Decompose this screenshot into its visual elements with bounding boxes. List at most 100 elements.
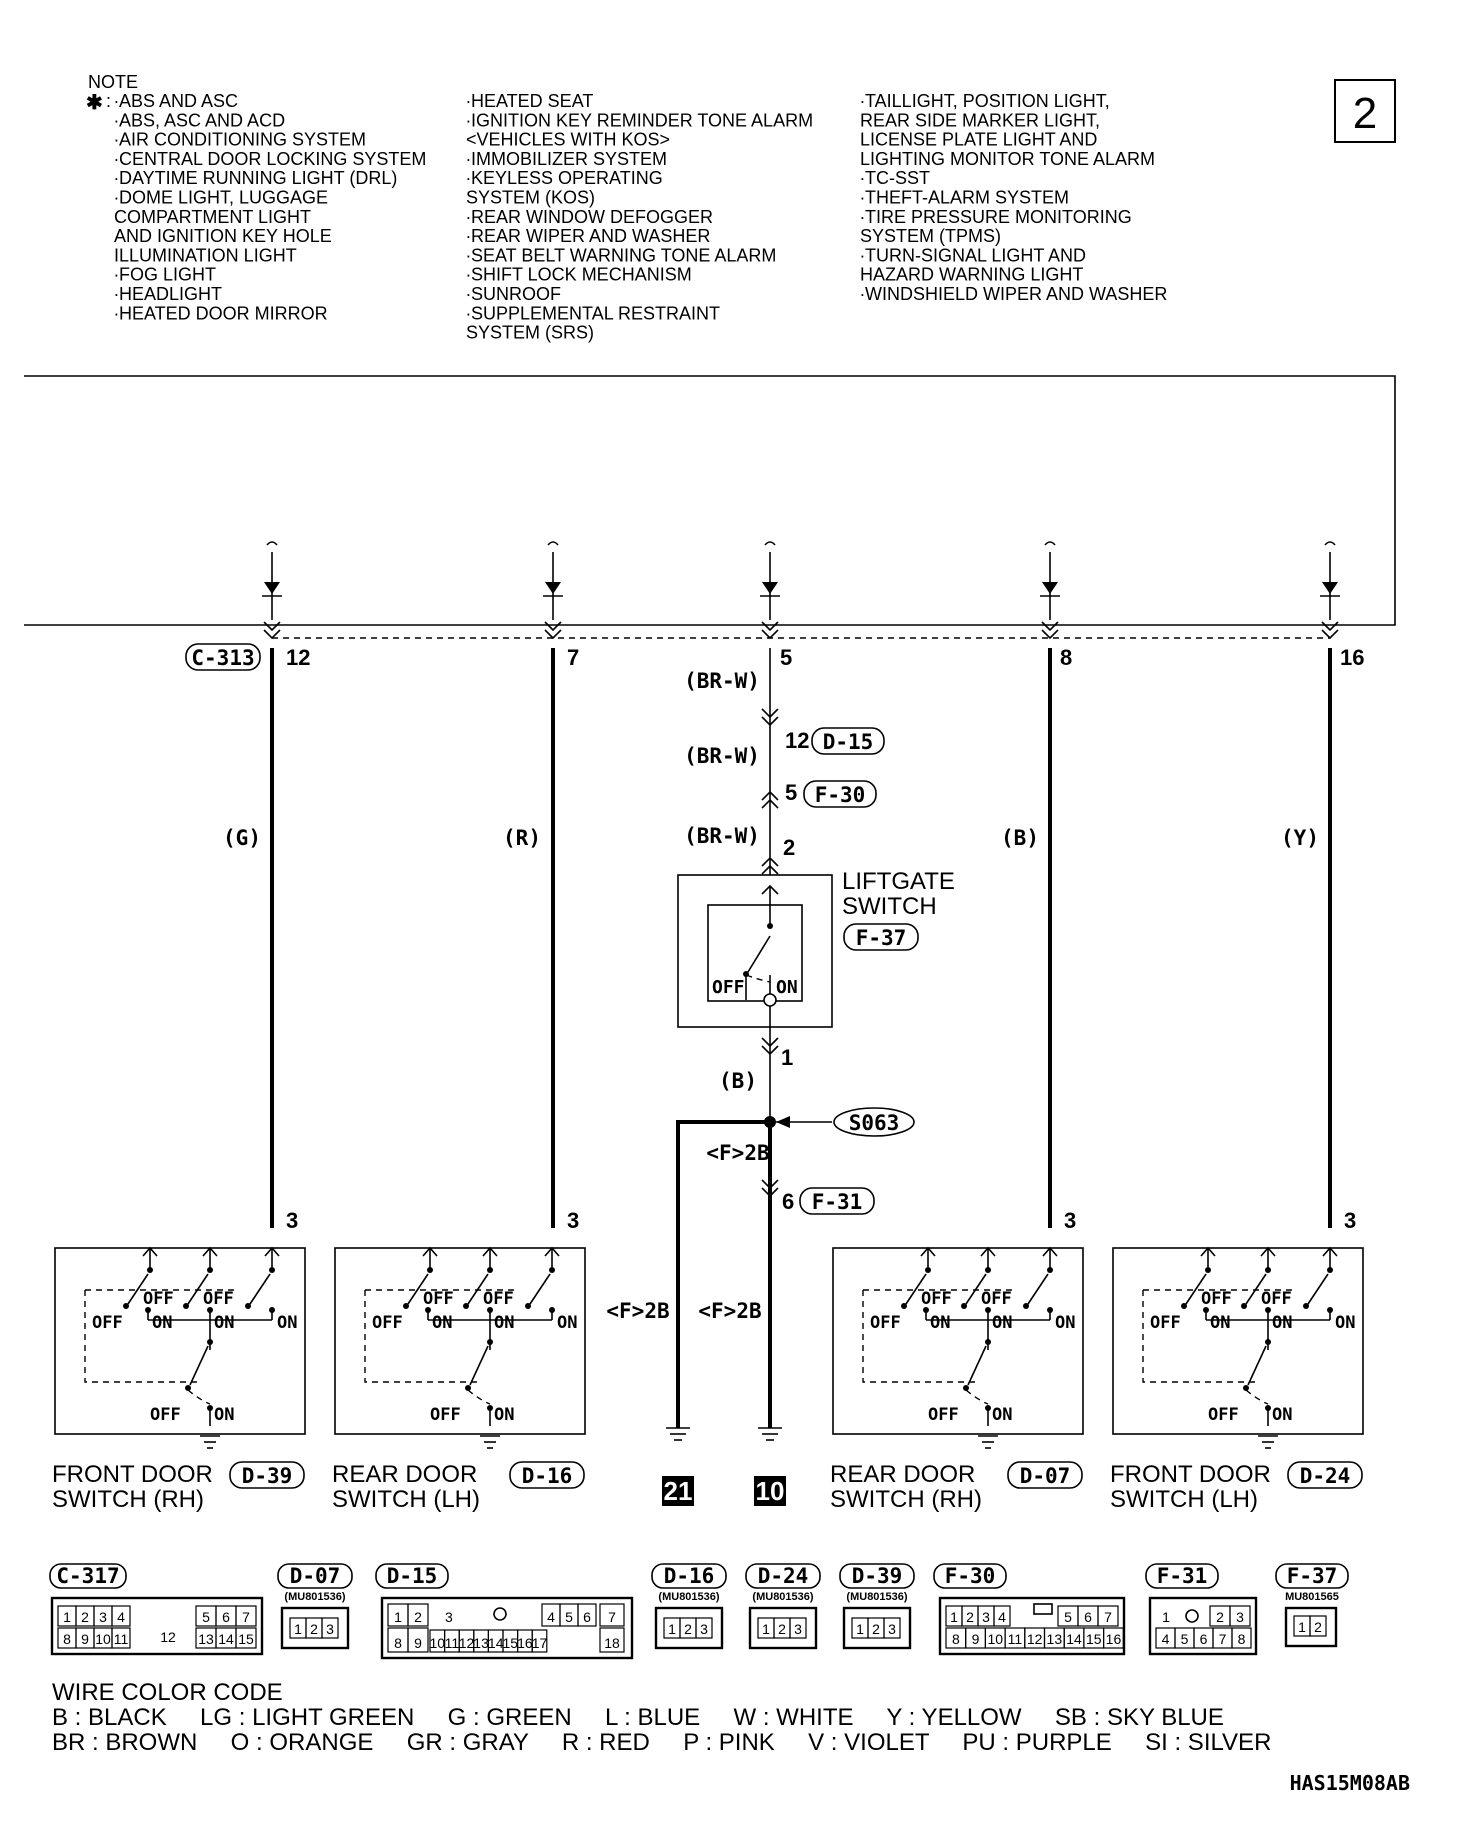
switch-state-label: OFF <box>1150 1313 1181 1333</box>
splice-s063: S063 <box>764 1107 915 1137</box>
connector-cell: 1 <box>668 1621 676 1637</box>
switch-state-label: OFF <box>921 1289 952 1309</box>
color-code-line2: BR : BROWN O : ORANGE GR : GRAY R : RED … <box>52 1729 1271 1756</box>
switch-state-label: OFF <box>1201 1289 1232 1309</box>
note-line: ∙DAYTIME RUNNING LIGHT (DRL) <box>114 168 397 188</box>
switch-state-label: ON <box>557 1313 577 1333</box>
switch-name-2: SWITCH (LH) <box>332 1486 480 1513</box>
connector-cell: 2 <box>966 1609 974 1625</box>
connector-cell: 3 <box>445 1609 453 1625</box>
connector-cell: 14 <box>218 1631 234 1647</box>
connector-view-label: D-24 <box>758 1564 809 1588</box>
connector-cell: 8 <box>63 1631 71 1647</box>
note-line: ∙REAR WINDOW DEFOGGER <box>466 207 713 227</box>
connector-view-label: F-37 <box>1287 1564 1338 1588</box>
s063-label: S063 <box>849 1111 900 1135</box>
connector-part-no: (MU801536) <box>658 1591 719 1603</box>
f31-pin: 6 <box>782 1189 794 1214</box>
switch-name-1: FRONT DOOR <box>52 1461 213 1488</box>
wire-label-brw-3: (BR-W) <box>684 824 760 848</box>
switch-pin: 3 <box>1344 1208 1356 1233</box>
terminal <box>1040 541 1060 640</box>
connector-cell: 9 <box>414 1635 422 1651</box>
connector-cell: 9 <box>972 1631 980 1647</box>
note-line: ∙SHIFT LOCK MECHANISM <box>466 265 692 285</box>
connector-cell: 16 <box>1106 1631 1122 1647</box>
note-line: ∙WINDSHIELD WIPER AND WASHER <box>860 284 1167 304</box>
connector-cell: 14 <box>488 1635 504 1651</box>
connector-cell: 1 <box>63 1609 71 1625</box>
connector-cell: 6 <box>1084 1609 1092 1625</box>
note-line: ∙HEATED DOOR MIRROR <box>114 303 328 323</box>
color-code-title: WIRE COLOR CODE <box>52 1679 283 1706</box>
note-line: ∙TAILLIGHT, POSITION LIGHT, <box>860 91 1110 111</box>
switch-state-label: OFF <box>430 1405 461 1425</box>
switch-state-label: ON <box>1055 1313 1075 1333</box>
connector-cell: 1 <box>762 1621 770 1637</box>
liftgate-name-1: LIFTGATE <box>842 868 955 895</box>
connector-cell: 10 <box>430 1635 446 1651</box>
d15-tag <box>811 727 885 755</box>
connector-cell: 11 <box>1008 1631 1023 1647</box>
note-block: NOTE ✱ : ∙ABS AND ASC∙ABS, ASC AND ACD∙A… <box>86 72 1167 343</box>
f2b-right: <F>2B <box>698 1299 761 1323</box>
switch-state-label: ON <box>432 1313 452 1333</box>
connector-cell: 2 <box>872 1621 880 1637</box>
switch-state-label: ON <box>992 1405 1012 1425</box>
note-line: ∙DOME LIGHT, LUGGAGE <box>114 188 328 208</box>
f37-label: F-37 <box>856 926 907 950</box>
switch-name-1: FRONT DOOR <box>1110 1461 1271 1488</box>
switch-pin: 3 <box>1064 1208 1076 1233</box>
inline-chevrons <box>761 708 779 1198</box>
note-line: ∙SUNROOF <box>466 284 561 304</box>
connector-cell: 15 <box>1086 1631 1102 1647</box>
connector-cell: 1 <box>1162 1609 1170 1625</box>
connector-cell: 13 <box>198 1631 214 1647</box>
note-line: ∙FOG LIGHT <box>114 265 216 285</box>
switch-state-label: OFF <box>870 1313 901 1333</box>
connector-part-no: (MU801536) <box>846 1591 907 1603</box>
connector-cell: 3 <box>99 1609 107 1625</box>
pin-5: 5 <box>780 645 792 670</box>
connector-cell: 17 <box>532 1635 548 1651</box>
connector-cell: 6 <box>222 1609 230 1625</box>
liftgate-name-2: SWITCH <box>842 893 937 920</box>
f2b-left: <F>2B <box>606 1299 669 1323</box>
color-code-line1: B : BLACK LG : LIGHT GREEN G : GREEN L :… <box>52 1704 1224 1731</box>
f2b-upper: <F>2B <box>706 1141 769 1165</box>
note-line: COMPARTMENT LIGHT <box>114 207 311 227</box>
note-line: AND IGNITION KEY HOLE <box>114 226 332 246</box>
pin-7: 7 <box>567 645 579 670</box>
connector-cell: 14 <box>1066 1631 1082 1647</box>
connector-part-no: (MU801536) <box>284 1591 345 1603</box>
wire-label-g: (G) <box>223 826 261 850</box>
wire-label-y: (Y) <box>1281 826 1319 850</box>
note-line: ∙ABS, ASC AND ACD <box>114 110 285 130</box>
switch-state-label: OFF <box>372 1313 403 1333</box>
connector-cell: 5 <box>202 1609 210 1625</box>
connector-cell: 3 <box>982 1609 990 1625</box>
switch-state-label: OFF <box>1261 1289 1292 1309</box>
connector-cell: 11 <box>114 1631 129 1647</box>
connector-cell: 3 <box>700 1621 708 1637</box>
wire-ground-21 <box>676 1120 770 1428</box>
ground-10: 10 <box>756 1476 785 1506</box>
switch-state-label: OFF <box>981 1289 1012 1309</box>
switch-state-label: ON <box>930 1313 950 1333</box>
ground-21-box <box>662 1476 694 1506</box>
connector-view-label: F-30 <box>945 1564 996 1588</box>
wire-label-brw-2: (BR-W) <box>684 744 760 768</box>
ground-10-box <box>754 1476 786 1506</box>
note-line: ∙THEFT-ALARM SYSTEM <box>860 188 1069 208</box>
connector-cell: 12 <box>160 1629 176 1645</box>
connector-cell: 1 <box>1298 1619 1306 1635</box>
connector-cell: 7 <box>1104 1609 1112 1625</box>
note-column-2: ∙HEATED SEAT∙IGNITION KEY REMINDER TONE … <box>466 91 813 343</box>
switch-pin: 3 <box>567 1208 579 1233</box>
connector-cell: 2 <box>684 1621 692 1637</box>
